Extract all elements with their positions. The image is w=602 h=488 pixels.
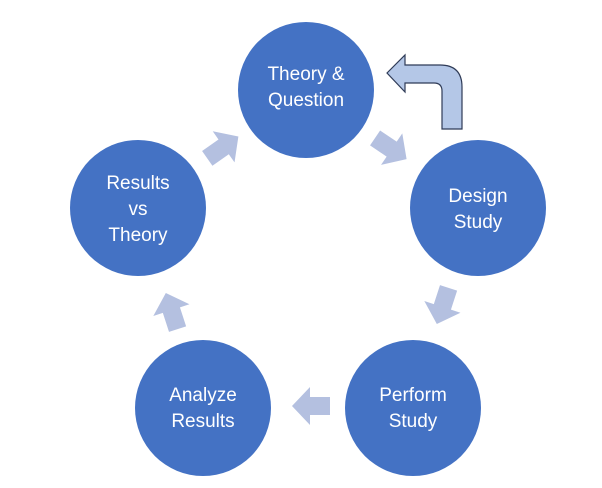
flow-arrow-icon: [424, 285, 461, 325]
node-theory-question: Theory & Question: [238, 22, 374, 158]
node-label: Design: [448, 186, 507, 207]
node-results-vs-theory: Results vs Theory: [70, 140, 206, 276]
flow-arrow-icon: [202, 131, 239, 166]
node-label: Results: [106, 173, 169, 194]
node-label: Study: [389, 411, 438, 432]
node-perform-study: Perform Study: [345, 340, 481, 476]
return-arrow-icon: [386, 53, 463, 130]
flow-arrow-icon: [292, 387, 330, 425]
node-label: Theory &: [267, 64, 344, 85]
node-label: Perform: [379, 385, 447, 406]
flow-arrow-icon: [153, 292, 190, 332]
node-label: Results: [171, 411, 234, 432]
flow-arrow-icon: [370, 130, 407, 165]
node-label: Question: [268, 90, 344, 111]
node-label: Analyze: [169, 385, 237, 406]
node-label: Theory: [108, 225, 168, 246]
node-analyze-results: Analyze Results: [135, 340, 271, 476]
node-label: vs: [129, 199, 148, 220]
node-design-study: Design Study: [410, 140, 546, 276]
node-label: Study: [454, 212, 503, 233]
